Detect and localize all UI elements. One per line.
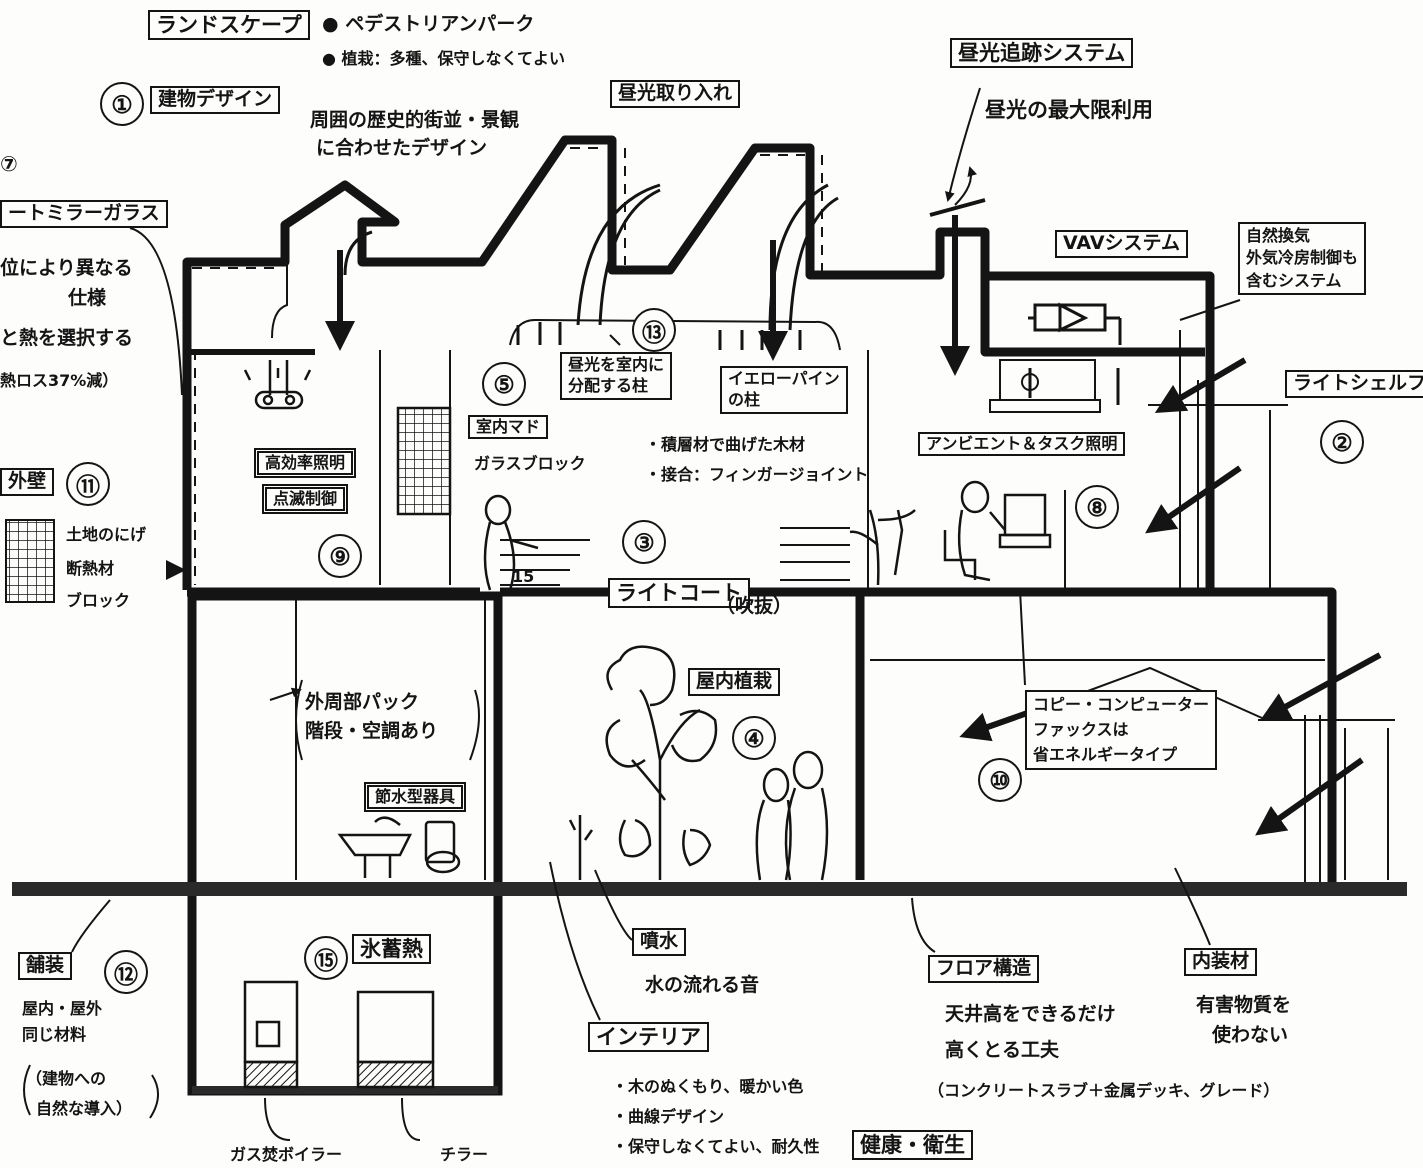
dimming-control-label: 点滅制御 bbox=[262, 484, 348, 514]
ice-storage-label: 氷蓄熱 bbox=[352, 934, 431, 964]
natural-ventilation-box: 自然換気 外気冷房制御も 含むシステム bbox=[1238, 222, 1366, 295]
building-design-note-2: に合わせたデザイン bbox=[316, 138, 487, 160]
pine-note-1: ・積層材で曲げた木材 bbox=[645, 436, 805, 454]
office-equip-line-3: 省エネルギータイプ bbox=[1033, 743, 1209, 768]
height-mark-15: 15 bbox=[512, 568, 534, 586]
paving-label: 舗装 bbox=[18, 952, 72, 980]
block-note: ブロック bbox=[66, 592, 130, 610]
landscape-label: ランドスケープ bbox=[148, 10, 310, 40]
paving-note-4: 自然な導入） bbox=[36, 1100, 132, 1118]
natural-vent-line-2: 外気冷房制御も bbox=[1246, 247, 1358, 269]
health-hygiene-label: 健康・衛生 bbox=[852, 1130, 973, 1160]
interior-note-2: ・曲線デザイン bbox=[612, 1108, 724, 1126]
interior-label: インテリア bbox=[588, 1022, 709, 1052]
interior-material-note-1: 有害物質を bbox=[1196, 995, 1291, 1017]
fountain-label: 噴水 bbox=[632, 928, 686, 956]
number-10: ⑩ bbox=[978, 758, 1022, 802]
ceiling-luminaire bbox=[990, 360, 1118, 412]
perimeter-pack-line-2: 階段・空調あり bbox=[305, 717, 438, 746]
ground-line bbox=[12, 882, 1407, 896]
daylight-column-line-2: 分配する柱 bbox=[568, 376, 664, 397]
vav-unit bbox=[1028, 305, 1120, 345]
fixtures bbox=[340, 818, 459, 878]
planting-note: ● 植栽：多種、保守しなくてよい bbox=[322, 50, 565, 68]
floor-note-1: 天井高をできるだけ bbox=[945, 1004, 1116, 1026]
daylight-column-line-1: 昼光を室内に bbox=[568, 355, 664, 376]
water-saving-fixtures-label: 節水型器具 bbox=[364, 782, 466, 812]
exterior-wall-label: 外壁 bbox=[0, 468, 54, 496]
light-shelf-label: ライトシェルフ bbox=[1285, 370, 1423, 398]
glass-note-4: 熱ロス37%減） bbox=[0, 372, 118, 390]
number-11: ⑪ bbox=[66, 462, 110, 506]
perimeter-pack-line-1: 外周部パック bbox=[305, 688, 438, 717]
interior-material-label: 内装材 bbox=[1184, 948, 1257, 976]
yellow-pine-line-1: イエローパイン bbox=[728, 369, 840, 390]
office-equipment-box: コピー・コンピューター ファックスは 省エネルギータイプ bbox=[1025, 690, 1217, 770]
building-design-label: 建物デザイン bbox=[150, 86, 280, 114]
ice-storage-tanks bbox=[245, 982, 433, 1087]
chiller-label: チラー bbox=[440, 1146, 488, 1164]
glass-block-note: ガラスブロック bbox=[474, 455, 586, 473]
number-2: ② bbox=[1320, 420, 1364, 464]
indoor-planting-label: 屋内植栽 bbox=[688, 668, 780, 696]
atrium-note: （吹抜） bbox=[716, 596, 792, 618]
number-4: ④ bbox=[732, 716, 776, 760]
pine-note-2: ・接合：フィンガージョイント bbox=[645, 466, 868, 484]
office-equip-line-1: コピー・コンピューター bbox=[1033, 693, 1209, 718]
natural-vent-line-1: 自然換気 bbox=[1246, 225, 1358, 247]
light-court-stairs bbox=[500, 528, 850, 585]
ambient-task-label: アンビエント＆タスク照明 bbox=[918, 432, 1125, 456]
daylight-tracking-label: 昼光追跡システム bbox=[950, 38, 1133, 68]
vav-system-label: VAVシステム bbox=[1055, 230, 1188, 258]
gas-boiler-label: ガス焚ボイラー bbox=[230, 1146, 342, 1164]
floor-structure-label: フロア構造 bbox=[928, 955, 1039, 983]
number-8: ⑧ bbox=[1075, 485, 1119, 529]
high-efficiency-lighting-label: 高効率照明 bbox=[254, 448, 356, 478]
wall-detail bbox=[6, 520, 54, 602]
smart-mirror-glass-label: ートミラーガラス bbox=[0, 200, 168, 228]
number-3: ③ bbox=[622, 520, 666, 564]
number-15: ⑮ bbox=[304, 936, 348, 980]
yellow-pine-line-2: の柱 bbox=[728, 390, 840, 411]
number-1: ① bbox=[100, 82, 144, 126]
daylight-intake-label: 昼光取り入れ bbox=[610, 80, 740, 108]
glass-block-window bbox=[398, 408, 450, 514]
number-5: ⑤ bbox=[482, 362, 526, 406]
interior-window-label: 室内マド bbox=[468, 415, 548, 439]
pedestrian-note: ● ペデストリアンパーク bbox=[322, 14, 534, 36]
glass-note-2: 仕様 bbox=[68, 288, 106, 310]
paving-note-3: （建物への bbox=[26, 1070, 106, 1088]
paving-note-1: 屋内・屋外 bbox=[22, 1000, 102, 1018]
number-12: ⑫ bbox=[104, 950, 148, 994]
glass-note-3: と熱を選択する bbox=[0, 328, 133, 350]
perimeter-pack-note: 外周部パック 階段・空調あり bbox=[305, 688, 438, 745]
interior-note-1: ・木のぬくもり、暖かい色 bbox=[612, 1078, 803, 1096]
floor-note-3: （コンクリートスラブ＋金属デッキ、グレード） bbox=[928, 1082, 1279, 1100]
interior-material-note-2: 使わない bbox=[1212, 1025, 1288, 1047]
daylight-column-box: 昼光を室内に 分配する柱 bbox=[560, 352, 672, 400]
number-13: ⑬ bbox=[632, 308, 676, 352]
number-7: ⑦ bbox=[0, 152, 18, 176]
natural-vent-line-3: 含むシステム bbox=[1246, 270, 1358, 292]
floor-note-2: 高くとる工夫 bbox=[945, 1040, 1059, 1062]
water-sound-note: 水の流れる音 bbox=[645, 975, 759, 997]
insulation-note: 断熱材 bbox=[66, 560, 114, 578]
interior-note-3: ・保守しなくてよい、耐久性 bbox=[612, 1138, 820, 1156]
wall-finish-note: 土地のにげ bbox=[66, 526, 146, 544]
yellow-pine-box: イエローパイン の柱 bbox=[720, 366, 848, 414]
glass-note-1: 位により異なる bbox=[0, 258, 133, 280]
paving-note-2: 同じ材料 bbox=[22, 1026, 86, 1044]
number-9: ⑨ bbox=[318, 534, 362, 578]
daylight-max-note: 昼光の最大限利用 bbox=[985, 98, 1153, 122]
building-design-note-1: 周囲の歴史的街並・景観 bbox=[310, 110, 519, 132]
office-equip-line-2: ファックスは bbox=[1033, 718, 1209, 743]
